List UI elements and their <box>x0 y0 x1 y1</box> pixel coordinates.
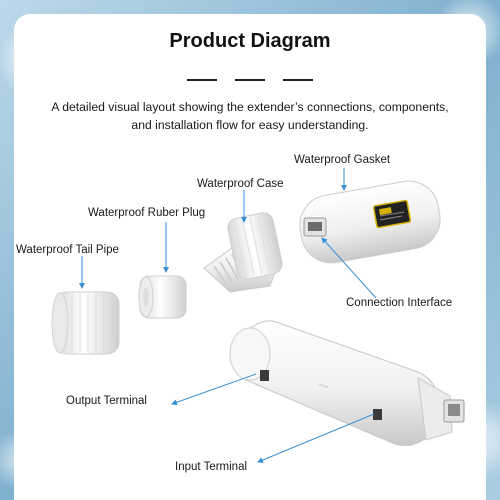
waterproof-gasket-unit <box>299 180 441 264</box>
rubber-plug-part <box>138 275 187 319</box>
label-connection-interface: Connection Interface <box>346 297 453 309</box>
output-terminal-callout-line <box>171 373 257 406</box>
main-body-unit: ▪▪▪▪ <box>229 320 465 447</box>
label-waterproof-rubber-plug: Waterproof Ruber Plug <box>88 207 206 219</box>
tail-pipe-part <box>51 291 120 355</box>
label-output-terminal: Output Terminal <box>66 395 147 407</box>
label-input-terminal: Input Terminal <box>175 461 248 473</box>
page-title: Product Diagram <box>169 30 331 52</box>
input-terminal-callout-line <box>257 413 375 463</box>
waterproof-case-part <box>203 212 283 293</box>
connection-interface-callout-line <box>321 237 377 299</box>
label-waterproof-gasket: Waterproof Gasket <box>294 154 391 166</box>
title-divider-dash <box>187 79 217 81</box>
label-waterproof-tail-pipe: Waterproof Tail Pipe <box>16 244 119 256</box>
description-line-2: and installation flow for easy understan… <box>131 118 369 132</box>
label-waterproof-case: Waterproof Case <box>197 178 284 190</box>
title-divider-dash <box>235 79 265 81</box>
page-description: A detailed visual layout showing the ext… <box>24 98 476 134</box>
title-divider-dash <box>283 79 313 81</box>
description-line-1: A detailed visual layout showing the ext… <box>51 100 449 114</box>
embossed-logo: ▪▪▪▪ <box>317 381 329 391</box>
